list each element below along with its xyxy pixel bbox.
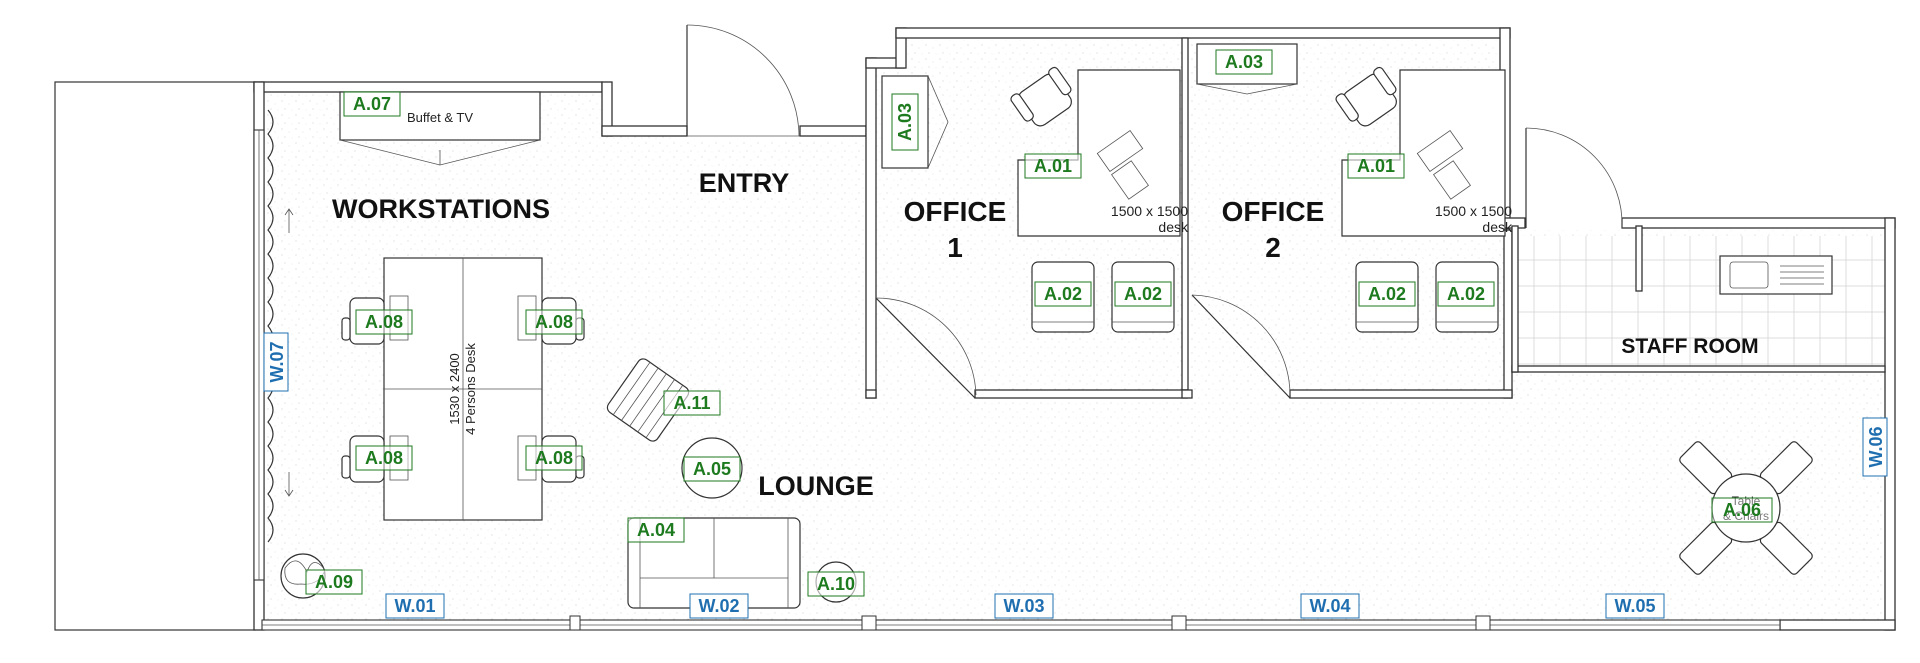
tag-w06: W.06 [1866,426,1886,467]
team-desk-desc: 4 Persons Desk [463,343,478,435]
office1-desk-chair [1010,66,1072,127]
team-desk: 1530 x 2400 4 Persons Desk [383,257,543,521]
entry-door [686,24,800,137]
tag-a01-office1: A.01 [1034,156,1072,176]
tag-w01: W.01 [394,596,435,616]
office2-desk-size: 1500 x 1500 [1435,203,1512,219]
tag-a07: A.07 [353,94,391,114]
tag-a08-bottom-right: A.08 [535,448,573,468]
office2-desk-chair [1335,66,1397,127]
office2-door [1191,294,1291,399]
exterior-area [54,81,256,631]
dining-table: Table & Chairs [1679,441,1813,575]
tag-a02-o2-left: A.02 [1368,284,1406,304]
tag-a06: A.06 [1723,500,1761,520]
tag-a08-top-left: A.08 [365,312,403,332]
table-label-line2: & Chairs [1723,509,1769,523]
room-label-office1: OFFICE [904,196,1007,227]
tag-a05: A.05 [693,459,731,479]
room-label-entry: ENTRY [699,168,790,198]
walls [253,27,1896,631]
office1-door [875,297,977,399]
tag-a01-office2: A.01 [1357,156,1395,176]
tag-a08-bottom-left: A.08 [365,448,403,468]
window-tags: W.01 W.02 W.03 W.04 W.05 W.06 W.07 [263,332,1888,619]
tag-a03-office2: A.03 [1225,52,1263,72]
tag-a04: A.04 [637,520,675,540]
tag-a03-office1: A.03 [895,103,915,141]
team-desk-size: 1530 x 2400 [447,353,462,425]
room-number-office2: 2 [1265,232,1281,263]
tag-w04: W.04 [1309,596,1350,616]
tag-a02-o1-left: A.02 [1044,284,1082,304]
tag-a02-o2-right: A.02 [1447,284,1485,304]
tag-a02-o1-right: A.02 [1124,284,1162,304]
room-label-lounge: LOUNGE [758,471,874,501]
tag-a11: A.11 [673,393,710,413]
buffet-label: Buffet & TV [407,110,473,125]
tag-a09: A.09 [315,572,353,592]
room-label-staff-room: STAFF ROOM [1621,335,1758,358]
lounge-armchair [606,358,690,442]
office1-desk-size: 1500 x 1500 [1111,203,1188,219]
kitchen-sink [1719,255,1833,295]
tag-w05: W.05 [1614,596,1655,616]
tag-w07: W.07 [267,341,287,382]
room-number-office1: 1 [947,232,963,263]
tag-a10: A.10 [817,574,855,594]
office1-desk-word: desk [1158,219,1189,235]
asset-tags: A.01 A.01 A.02 A.02 A.02 A.02 A.03 A.03 … [305,49,1773,597]
staff-room-door [1525,127,1623,229]
room-label-workstations: WORKSTATIONS [332,194,550,224]
curtains [267,109,274,543]
tag-a08-top-right: A.08 [535,312,573,332]
office2-desk-word: desk [1482,219,1513,235]
tag-w02: W.02 [698,596,739,616]
room-label-office2: OFFICE [1222,196,1325,227]
tag-w03: W.03 [1003,596,1044,616]
